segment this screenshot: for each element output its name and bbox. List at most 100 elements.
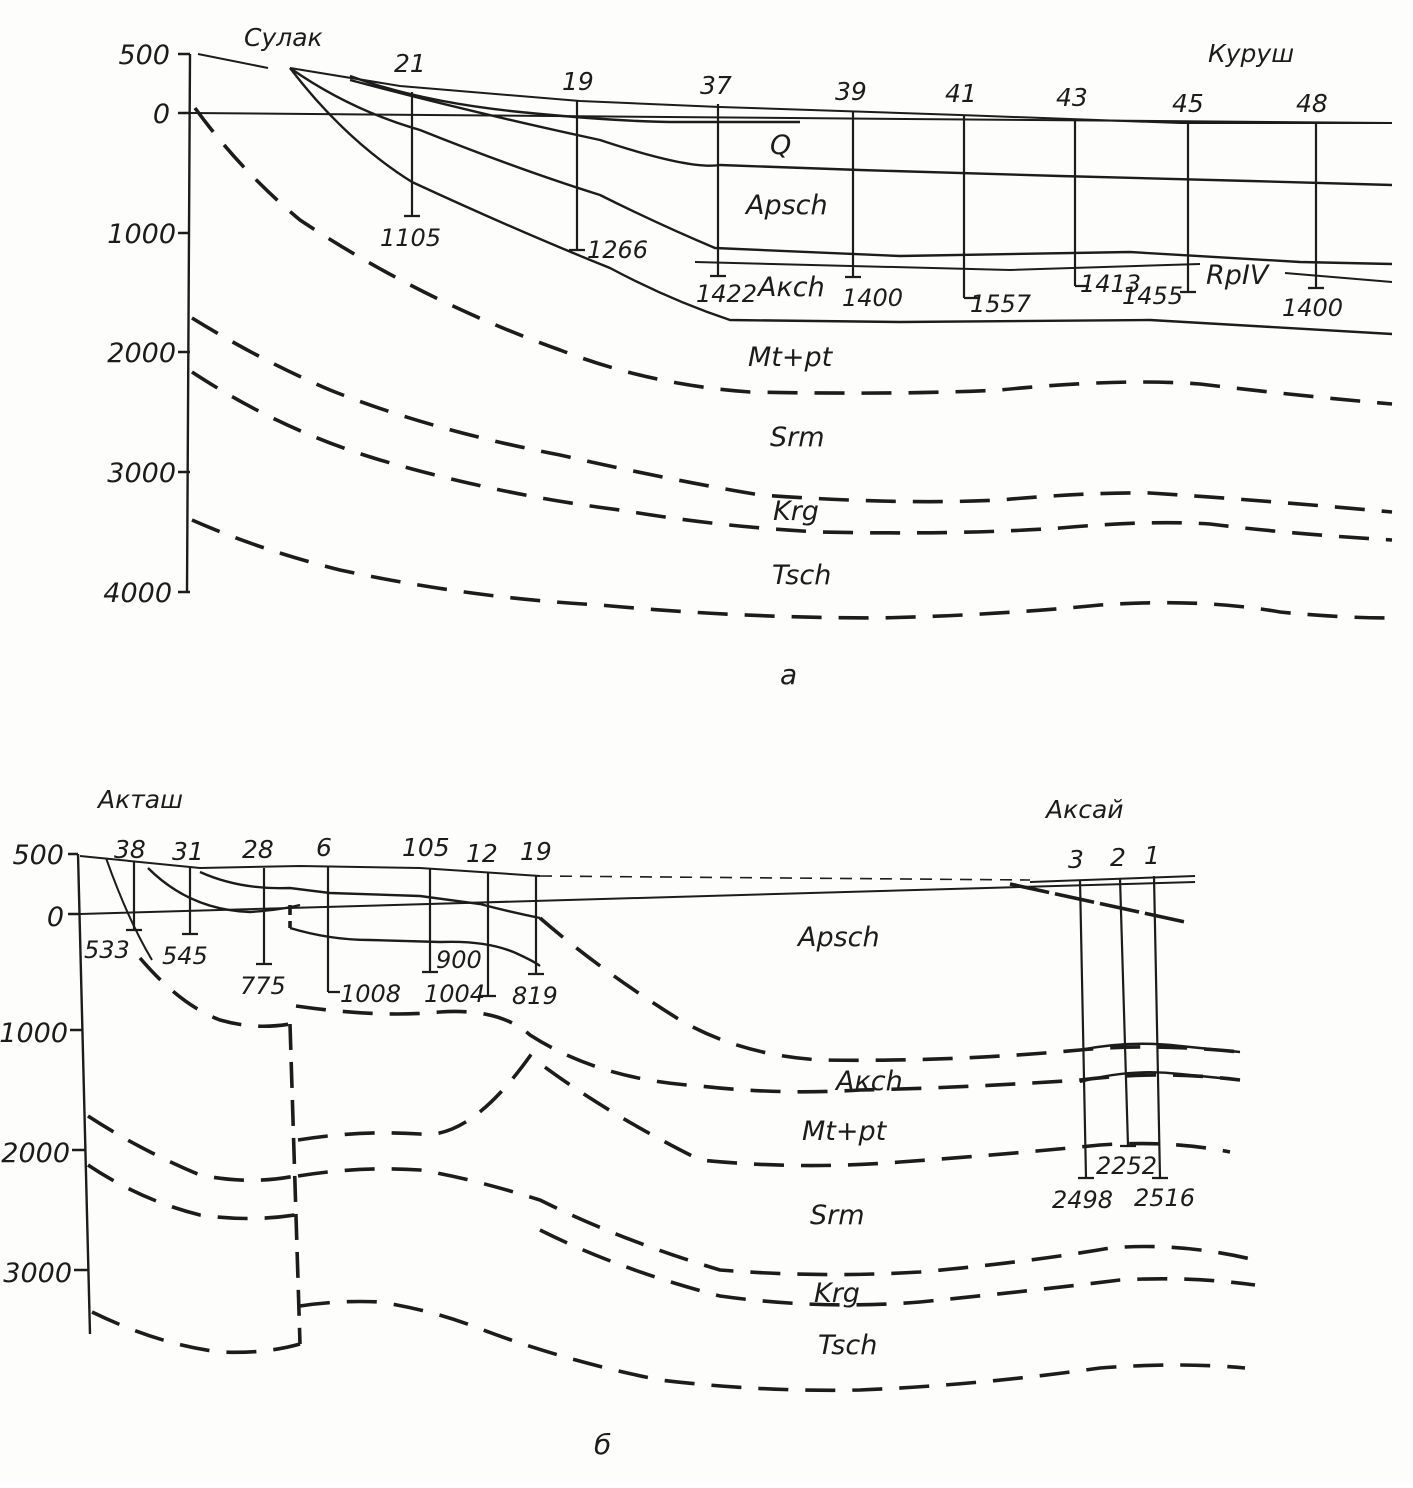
section-b-well-6 <box>326 866 340 994</box>
section-a-well-39 <box>845 112 861 279</box>
section-a-sea-level <box>189 112 1393 124</box>
section-b-unit-akch: Акch <box>834 1066 903 1097</box>
section-a-surface-stub <box>197 53 269 69</box>
section-a-well-41 <box>962 115 978 300</box>
section-b-well-2 <box>1118 877 1136 1148</box>
section-b-ground-surface <box>79 855 541 877</box>
section-b-place-aksai: Аксай <box>1044 795 1124 824</box>
section-b-ground-surface-east <box>1029 875 1196 883</box>
section-b-unit-mtpt: Mt+pt <box>802 1116 888 1147</box>
section-b-sea-level <box>79 881 1196 915</box>
section-a-ground-surface <box>289 67 1392 124</box>
section-b-well-depth: 1004 <box>424 980 485 1008</box>
section-b-boundary-mtpt-srm <box>297 1053 1231 1168</box>
section-b-well-name: 1 <box>1144 841 1160 870</box>
section-a-panel-label: а <box>780 658 797 691</box>
section-a-boundary-rp <box>694 261 1201 272</box>
section-a-tick-1000: 1000 <box>107 219 176 250</box>
section-b-boundary-wavy-east-1 <box>1079 1042 1241 1054</box>
section-b-unit-tsch: Tsch <box>818 1330 877 1361</box>
section-b-well-depth: 819 <box>512 982 558 1010</box>
section-b-unit-krg: Krg <box>814 1278 860 1309</box>
section-a-boundary-apsch-akch <box>289 67 1393 266</box>
section-a-tick-2000: 2000 <box>107 338 176 369</box>
section-a-well-48 <box>1308 123 1324 290</box>
section-b-boundary-west-tsch <box>91 1310 301 1355</box>
section-a-tick-500: 500 <box>118 40 170 71</box>
section-a-well-depth: 1413 <box>1080 270 1141 298</box>
section-a-well-19 <box>569 100 585 252</box>
section-b-well-105 <box>422 868 438 974</box>
section-b-unit-apsch: Apsch <box>796 922 880 953</box>
section-b-well-19 <box>528 876 544 976</box>
section-a-well-43 <box>1073 120 1089 288</box>
section-a-well-name: 19 <box>562 67 594 96</box>
section-a-unit-srm: Srm <box>770 422 825 453</box>
section-a-well-name: 48 <box>1296 89 1328 118</box>
section-a-depth-axis <box>185 53 192 593</box>
section-b-well-depth: 545 <box>162 942 208 970</box>
section-b-well-12 <box>478 872 496 998</box>
section-b-boundary-shallow-1 <box>147 867 301 914</box>
section-a-tick-0: 0 <box>153 99 170 130</box>
section-b-fault-aksai <box>1009 882 1186 924</box>
section-a-tick-4000: 4000 <box>103 578 172 609</box>
section-b-boundary-apsch-akch <box>538 916 1241 1063</box>
section-b-well-1 <box>1152 875 1168 1180</box>
section-a-place-sulak: Сулак <box>244 23 323 52</box>
section-a-wells <box>404 92 1324 300</box>
section-b-well-28 <box>256 868 272 966</box>
section-b-boundary-srm-krg <box>297 1167 1256 1277</box>
section-b-well-38 <box>126 862 142 932</box>
section-a-well-depth: 1400 <box>1282 294 1343 322</box>
section-a-well-depth: 1422 <box>696 280 757 308</box>
section-b-well-depth: 2252 <box>1096 1152 1157 1180</box>
section-a-unit-apsch: Apsch <box>744 190 828 221</box>
section-b-well-name: 28 <box>242 835 274 864</box>
section-a-unit-mtpt: Mt+pt <box>748 342 834 373</box>
section-a-boundary-akch-base <box>289 67 1393 336</box>
section-b-ground-surface-dashed <box>539 875 1031 881</box>
section-a-unit-rpiv: RpIV <box>1206 260 1271 291</box>
section-a-well-labels: 21 19 37 39 41 43 45 48 1105 1266 1422 1… <box>380 49 1343 322</box>
section-b-tick-3000: 3000 <box>3 1258 72 1289</box>
section-a-well-name: 45 <box>1172 89 1204 118</box>
section-a-well-name: 37 <box>700 71 732 100</box>
section-b-well-depth: 2516 <box>1134 1184 1195 1212</box>
section-a-well-name: 43 <box>1056 83 1088 112</box>
section-b-boundary-krg-tsch <box>539 1228 1256 1307</box>
section-a: 500 0 1000 2000 3000 4000 Сулак Куруш <box>103 23 1393 691</box>
section-a-well-45 <box>1180 123 1196 294</box>
section-b-boundary-tsch-base <box>299 1299 1246 1393</box>
section-b-tick-2000: 2000 <box>1 1138 70 1169</box>
section-a-boundary-q-top <box>349 74 800 124</box>
section-b-panel-label: б <box>594 1428 611 1461</box>
section-a-boundary-krg-tsch <box>191 370 1393 542</box>
section-a-well-depth: 1105 <box>380 224 441 252</box>
section-b-well-name: 19 <box>520 837 552 866</box>
section-a-well-name: 41 <box>945 79 977 108</box>
section-a-boundary-tsch-base <box>191 518 1393 620</box>
section-b-fault-aktash <box>105 857 153 961</box>
section-b-well-name: 2 <box>1110 843 1126 872</box>
section-a-well-name: 21 <box>394 49 426 78</box>
section-a-well-37 <box>710 104 726 278</box>
section-a-tick-3000: 3000 <box>107 458 176 489</box>
section-b-tick-0: 0 <box>47 902 64 933</box>
section-b: 500 0 1000 2000 3000 Акташ Аксай <box>0 785 1256 1461</box>
section-b-place-aktash: Акташ <box>96 785 183 814</box>
section-b-boundary-west-srm <box>86 1163 296 1221</box>
section-a-unit-q: Q <box>770 130 791 161</box>
section-b-well-name: 105 <box>402 833 450 862</box>
section-a-well-depth: 1266 <box>587 236 648 264</box>
section-b-boundary-wavy-east-2 <box>1079 1071 1241 1084</box>
section-b-well-name: 38 <box>114 835 146 864</box>
section-b-boundary-shallow-2 <box>199 870 541 920</box>
section-a-well-depth: 1400 <box>842 284 903 312</box>
section-b-well-name: 6 <box>316 833 332 862</box>
section-b-axis-ticks <box>68 852 89 1272</box>
section-b-well-name: 12 <box>466 839 498 868</box>
section-a-axis-ticks <box>178 52 190 594</box>
section-b-boundary-west-1 <box>138 956 291 1029</box>
